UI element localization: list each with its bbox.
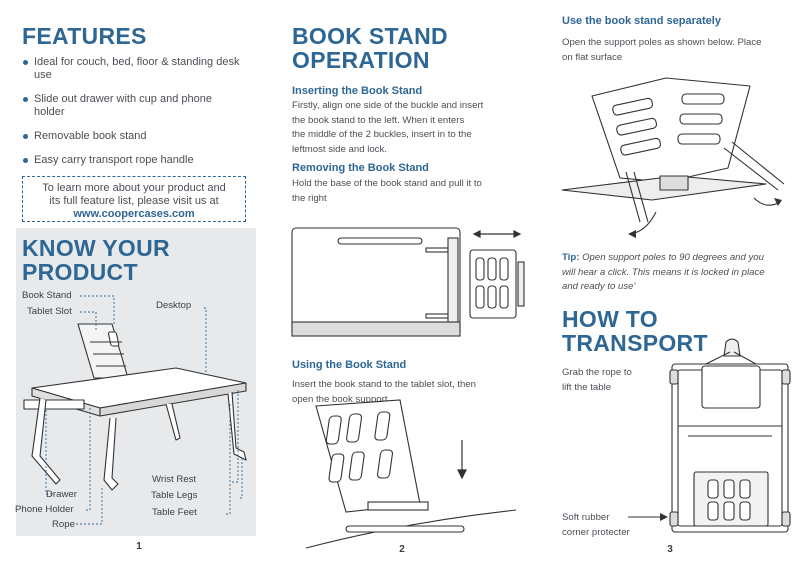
learn-more-text: To learn more about your product and [42,182,226,194]
label-wrist-rest: Wrist Rest [152,474,197,485]
label-tablet-slot: Tablet Slot [27,306,72,317]
label-table-feet: Table Feet [152,507,197,518]
tip-label: Tip: [562,252,580,263]
how-to-transport-title: HOW TO TRANSPORT [562,306,708,356]
label-desktop: Desktop [156,300,192,311]
rubber-pointer-arrow [628,513,668,521]
transport-illustration [669,338,791,533]
features-list: Ideal for couch, bed, floor & standing d… [23,56,244,167]
feature-item: Ideal for couch, bed, floor & standing d… [23,56,244,82]
inserting-heading: Inserting the Book Stand [292,85,423,97]
features-title: FEATURES [22,23,147,49]
removing-heading: Removing the Book Stand [292,162,429,174]
feature-item: Removable book stand [23,130,244,143]
page-number: 3 [667,544,673,555]
feature-item: Slide out drawer with cup and phone hold… [23,93,244,119]
learn-more-text: its full feature list, please visit us a… [49,195,219,207]
label-rope: Rope [52,519,75,530]
insert-stand-illustration [305,399,517,549]
label-book-stand: Book Stand [22,290,72,301]
label-table-legs: Table Legs [151,490,198,501]
tip-text: Tip: Open support poles to 90 degrees an… [562,252,765,292]
rubber-corner-text: Soft rubber corner protecter [562,512,630,538]
label-phone-holder: Phone Holder [15,504,74,515]
book-stand-operation-title: BOOK STAND OPERATION [292,23,448,73]
feature-item: Easy carry transport rope handle [23,154,244,167]
learn-more-box: To learn more about your product and its… [22,176,246,222]
remove-stand-illustration [291,227,525,337]
page-number: 1 [136,541,142,552]
removing-text: Hold the base of the book stand and pull… [292,178,482,204]
label-drawer: Drawer [46,489,77,500]
using-heading: Using the Book Stand [292,359,407,371]
separately-heading: Use the book stand separately [562,15,721,27]
using-text: Insert the book stand to the tablet slot… [292,379,477,405]
know-title: KNOW YOUR PRODUCT [22,235,170,285]
page-number: 2 [399,544,405,555]
lap-desk-illustration [23,295,247,525]
standalone-stand-illustration [561,77,785,238]
grab-rope-text: Grab the rope to lift the table [562,367,632,393]
separately-text: Open the support poles as shown below. P… [562,37,762,63]
inserting-text: Firstly, align one side of the buckle an… [292,100,484,155]
website-link[interactable]: www.coopercases.com [73,208,195,220]
